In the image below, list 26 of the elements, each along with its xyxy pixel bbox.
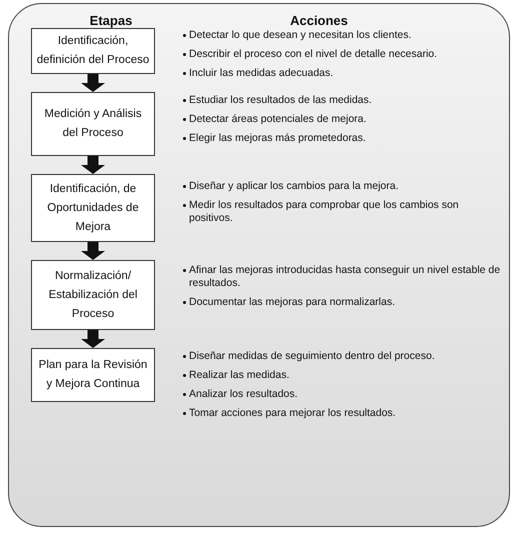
bullet-item: Diseñar y aplicar los cambios para la mejora. (183, 180, 503, 193)
bullet-item: Tomar acciones para mejorar los resultados. (183, 407, 503, 420)
rounded-panel (8, 3, 510, 527)
stage-box: Identificación, definición del Proceso (31, 28, 155, 74)
bullet-item: Elegir las mejoras más prometedoras. (183, 132, 503, 145)
bullet-item: Diseñar medidas de seguimiento dentro del proceso. (183, 350, 503, 363)
column-header: Acciones (289, 13, 349, 28)
column-header: Etapas (88, 13, 134, 28)
bullet-item: Incluir las medidas adecuadas. (183, 67, 503, 80)
bullet-item: Medir los resultados para comprobar que los cambios son positivos. (183, 199, 503, 225)
stage-box: Normalización/ Estabilización del Proceso (31, 260, 155, 330)
bullet-item: Analizar los resultados. (183, 388, 503, 401)
arrow (81, 242, 105, 260)
bullet-item: Documentar las mejoras para normalizarlas. (183, 296, 503, 309)
arrow (81, 74, 105, 92)
stage-box: Identificación, de Oportunidades de Mejora (31, 174, 155, 242)
bullet-item: Estudiar los resultados de las medidas. (183, 94, 503, 107)
arrow (81, 330, 105, 348)
stage-box: Medición y Análisis del Proceso (31, 92, 155, 156)
bullet-item: Detectar lo que desean y necesitan los clientes. (183, 29, 503, 42)
arrow (81, 156, 105, 174)
bullet-item: Afinar las mejoras introducidas hasta conseguir un nivel estable de resultados. (183, 264, 503, 290)
bullet-item: Detectar áreas potenciales de mejora. (183, 113, 503, 126)
bullet-item: Describir el proceso con el nivel de detalle necesario. (183, 48, 503, 61)
bullet-item: Realizar las medidas. (183, 369, 503, 382)
stage-box: Plan para la Revisión y Mejora Continua (31, 348, 155, 402)
